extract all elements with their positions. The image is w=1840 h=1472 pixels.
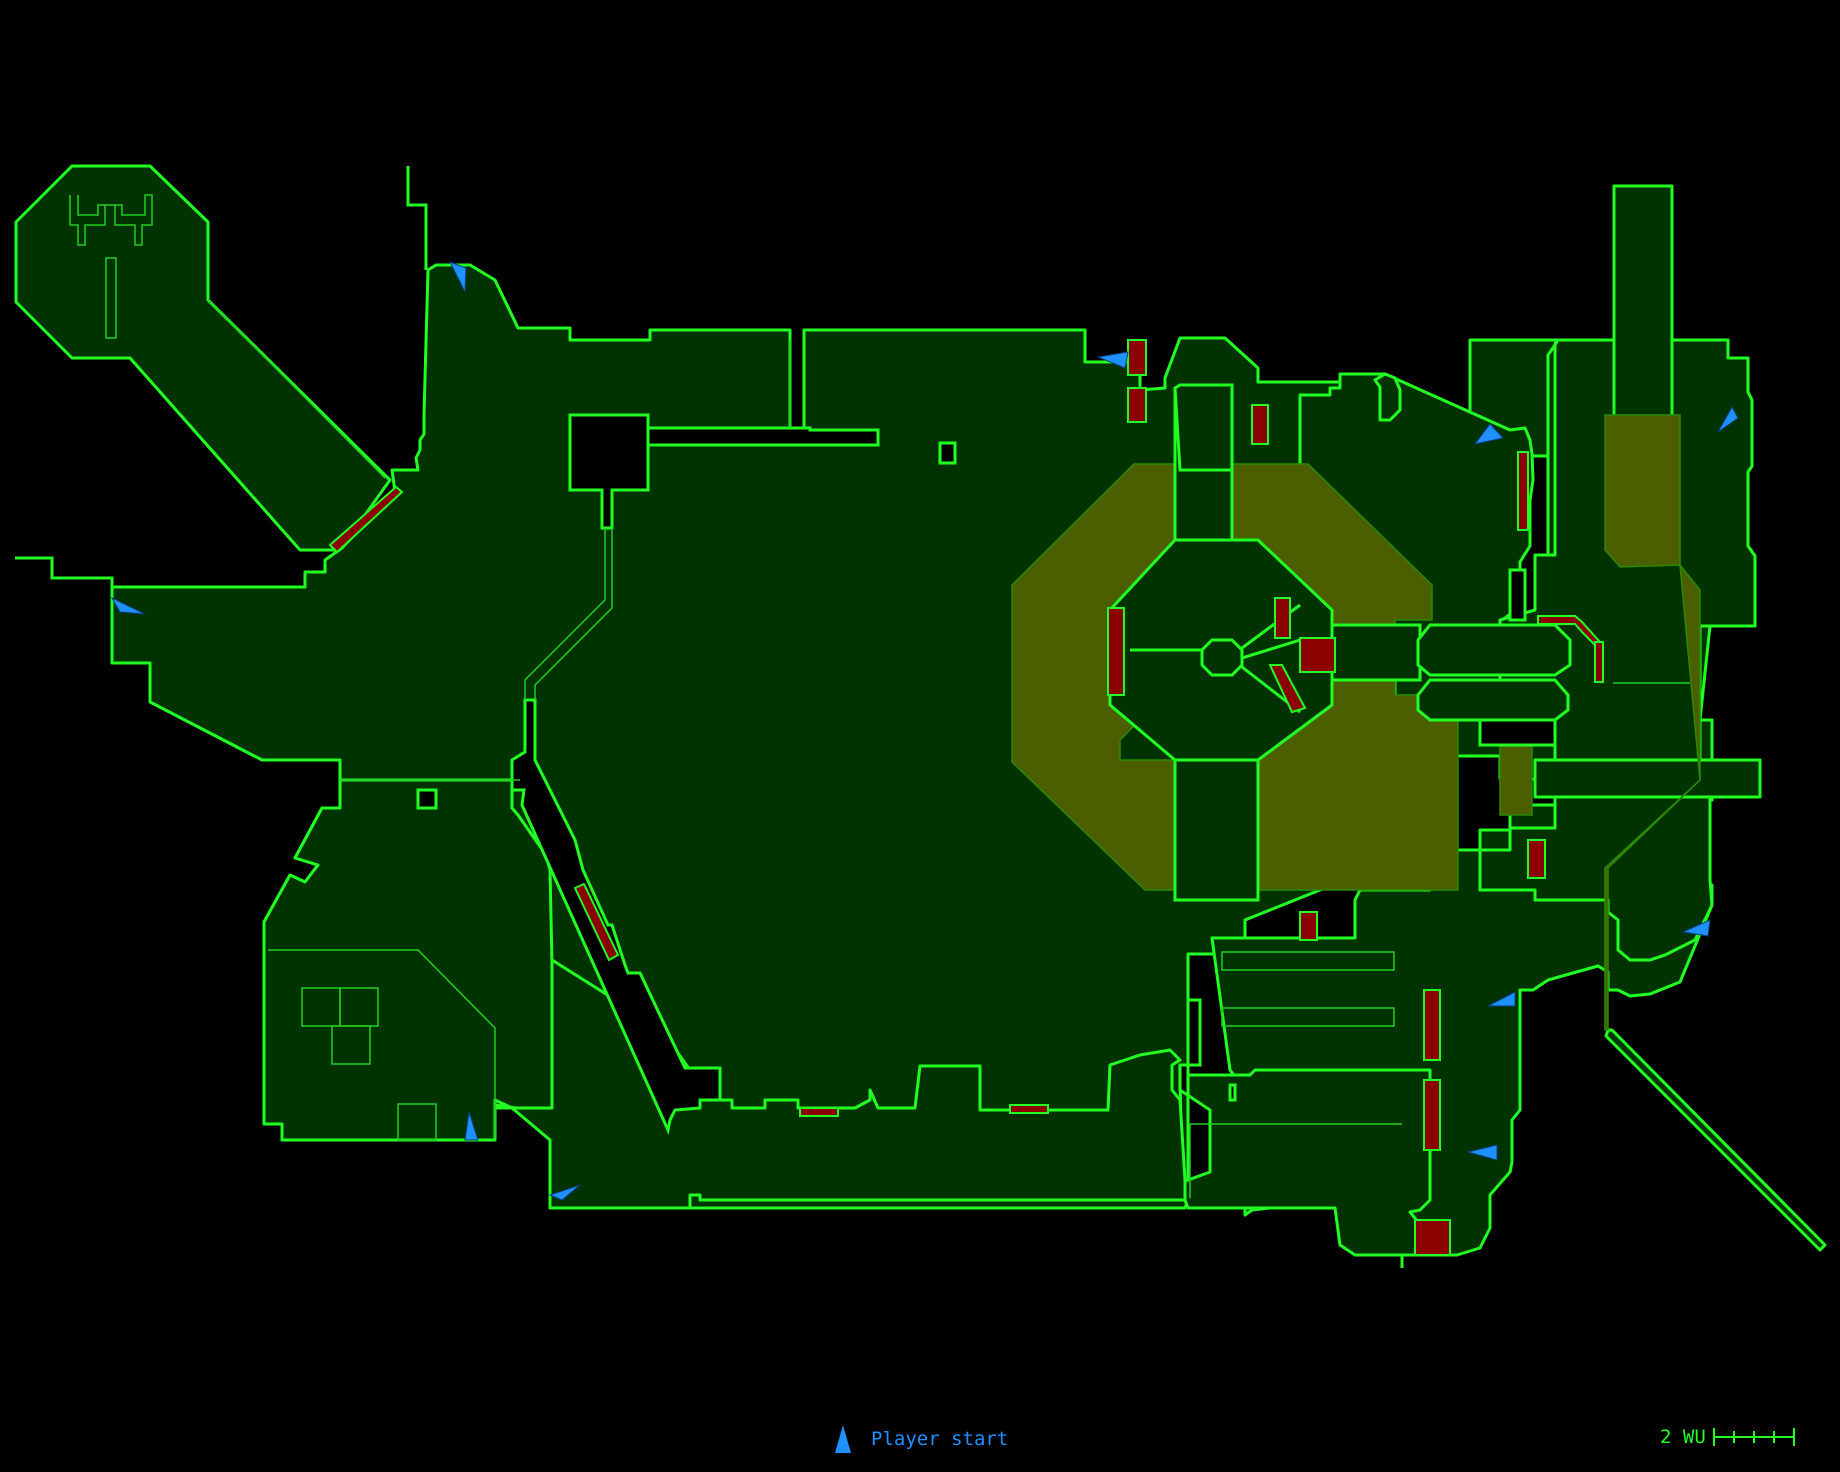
door-octagon-east-3 [1268, 664, 1307, 714]
east-connector [1330, 623, 1422, 682]
player-start-marker [1096, 351, 1129, 369]
door-south-corridor-2 [1009, 1104, 1049, 1114]
door-south-east-2 [1423, 1079, 1441, 1151]
door-south-1 [1299, 911, 1318, 941]
highlight-east-strip [1499, 739, 1533, 816]
player-starts [110, 261, 1739, 1201]
player-start-marker [1717, 405, 1739, 433]
player-start-marker [1681, 919, 1711, 937]
south-passage [1173, 758, 1260, 902]
doors [328, 339, 1604, 1256]
tower-glyph [69, 194, 153, 246]
south-hall-bar-2 [1221, 1007, 1395, 1027]
east-ramp [1604, 1028, 1827, 1252]
door-octagon-east-1 [1274, 597, 1291, 639]
player-start-marker [110, 596, 146, 615]
east-pod-lower [1416, 678, 1570, 722]
void-south-gap [1178, 998, 1212, 1183]
void-west-gap [510, 698, 722, 1135]
south-west-room [262, 778, 557, 1142]
east-pod-upper [1416, 623, 1572, 677]
west-corridor-inner-2 [534, 528, 613, 700]
highlight-east-ramp [1604, 414, 1701, 1031]
player-start-marker [464, 1111, 479, 1141]
central-pillar [1200, 638, 1244, 677]
door-south-corridor-1 [799, 1107, 839, 1117]
scale-ruler-icon [1712, 1428, 1795, 1446]
north-west-tower [14, 164, 392, 552]
tower-glyph-stem [105, 257, 117, 339]
east-tower-shaft [1612, 184, 1674, 422]
door-south-east-3 [1414, 1219, 1451, 1256]
wall-stubs [15, 166, 1404, 1268]
player-start-marker [1466, 1144, 1498, 1161]
door-north-1 [1127, 339, 1147, 376]
west-corridor-inner [524, 528, 606, 700]
door-octagon-east-2 [1299, 637, 1336, 673]
void-outer-notch-1 [938, 441, 957, 465]
east-arm [1533, 758, 1762, 799]
door-north-3 [1251, 404, 1269, 445]
south-hall-bar-1 [1221, 951, 1395, 971]
door-nw-ramp [328, 485, 404, 554]
player-start-marker [1473, 423, 1504, 445]
north-tower-upper [1173, 383, 1234, 472]
scale-bar: 2 WU [1660, 1426, 1796, 1448]
door-east-corridor [1517, 451, 1529, 531]
north-corridor [1373, 372, 1402, 422]
door-west-gap [573, 882, 620, 962]
south-west-block-4 [397, 1103, 437, 1141]
legend-label: Player start [871, 1428, 1009, 1450]
south-west-block-3 [331, 1025, 371, 1065]
player-start-marker [448, 261, 467, 293]
ramp-edges [207, 299, 386, 479]
door-south-east-1 [1423, 989, 1441, 1061]
void-upper-east [1508, 568, 1527, 622]
door-octagon-west [1107, 607, 1125, 696]
north-stub [406, 166, 428, 270]
door-east-lower [1527, 839, 1546, 879]
scale-label: 2 WU [1660, 1426, 1706, 1448]
door-east-ramp-side [1594, 641, 1604, 683]
door-north-2 [1127, 387, 1147, 423]
spoke-east [1241, 638, 1301, 660]
map-legend: Player start [835, 1425, 1008, 1453]
player-start-marker [548, 1184, 581, 1201]
west-stub [15, 556, 114, 587]
void-outer-notch-2 [416, 788, 438, 810]
south-west-room-inner [268, 949, 496, 1138]
void-mid-corridor [1228, 1083, 1237, 1102]
player-start-marker [1487, 991, 1516, 1007]
detail-lines [69, 194, 1690, 1198]
void-north-room [568, 413, 880, 530]
player-start-icon [835, 1425, 851, 1453]
